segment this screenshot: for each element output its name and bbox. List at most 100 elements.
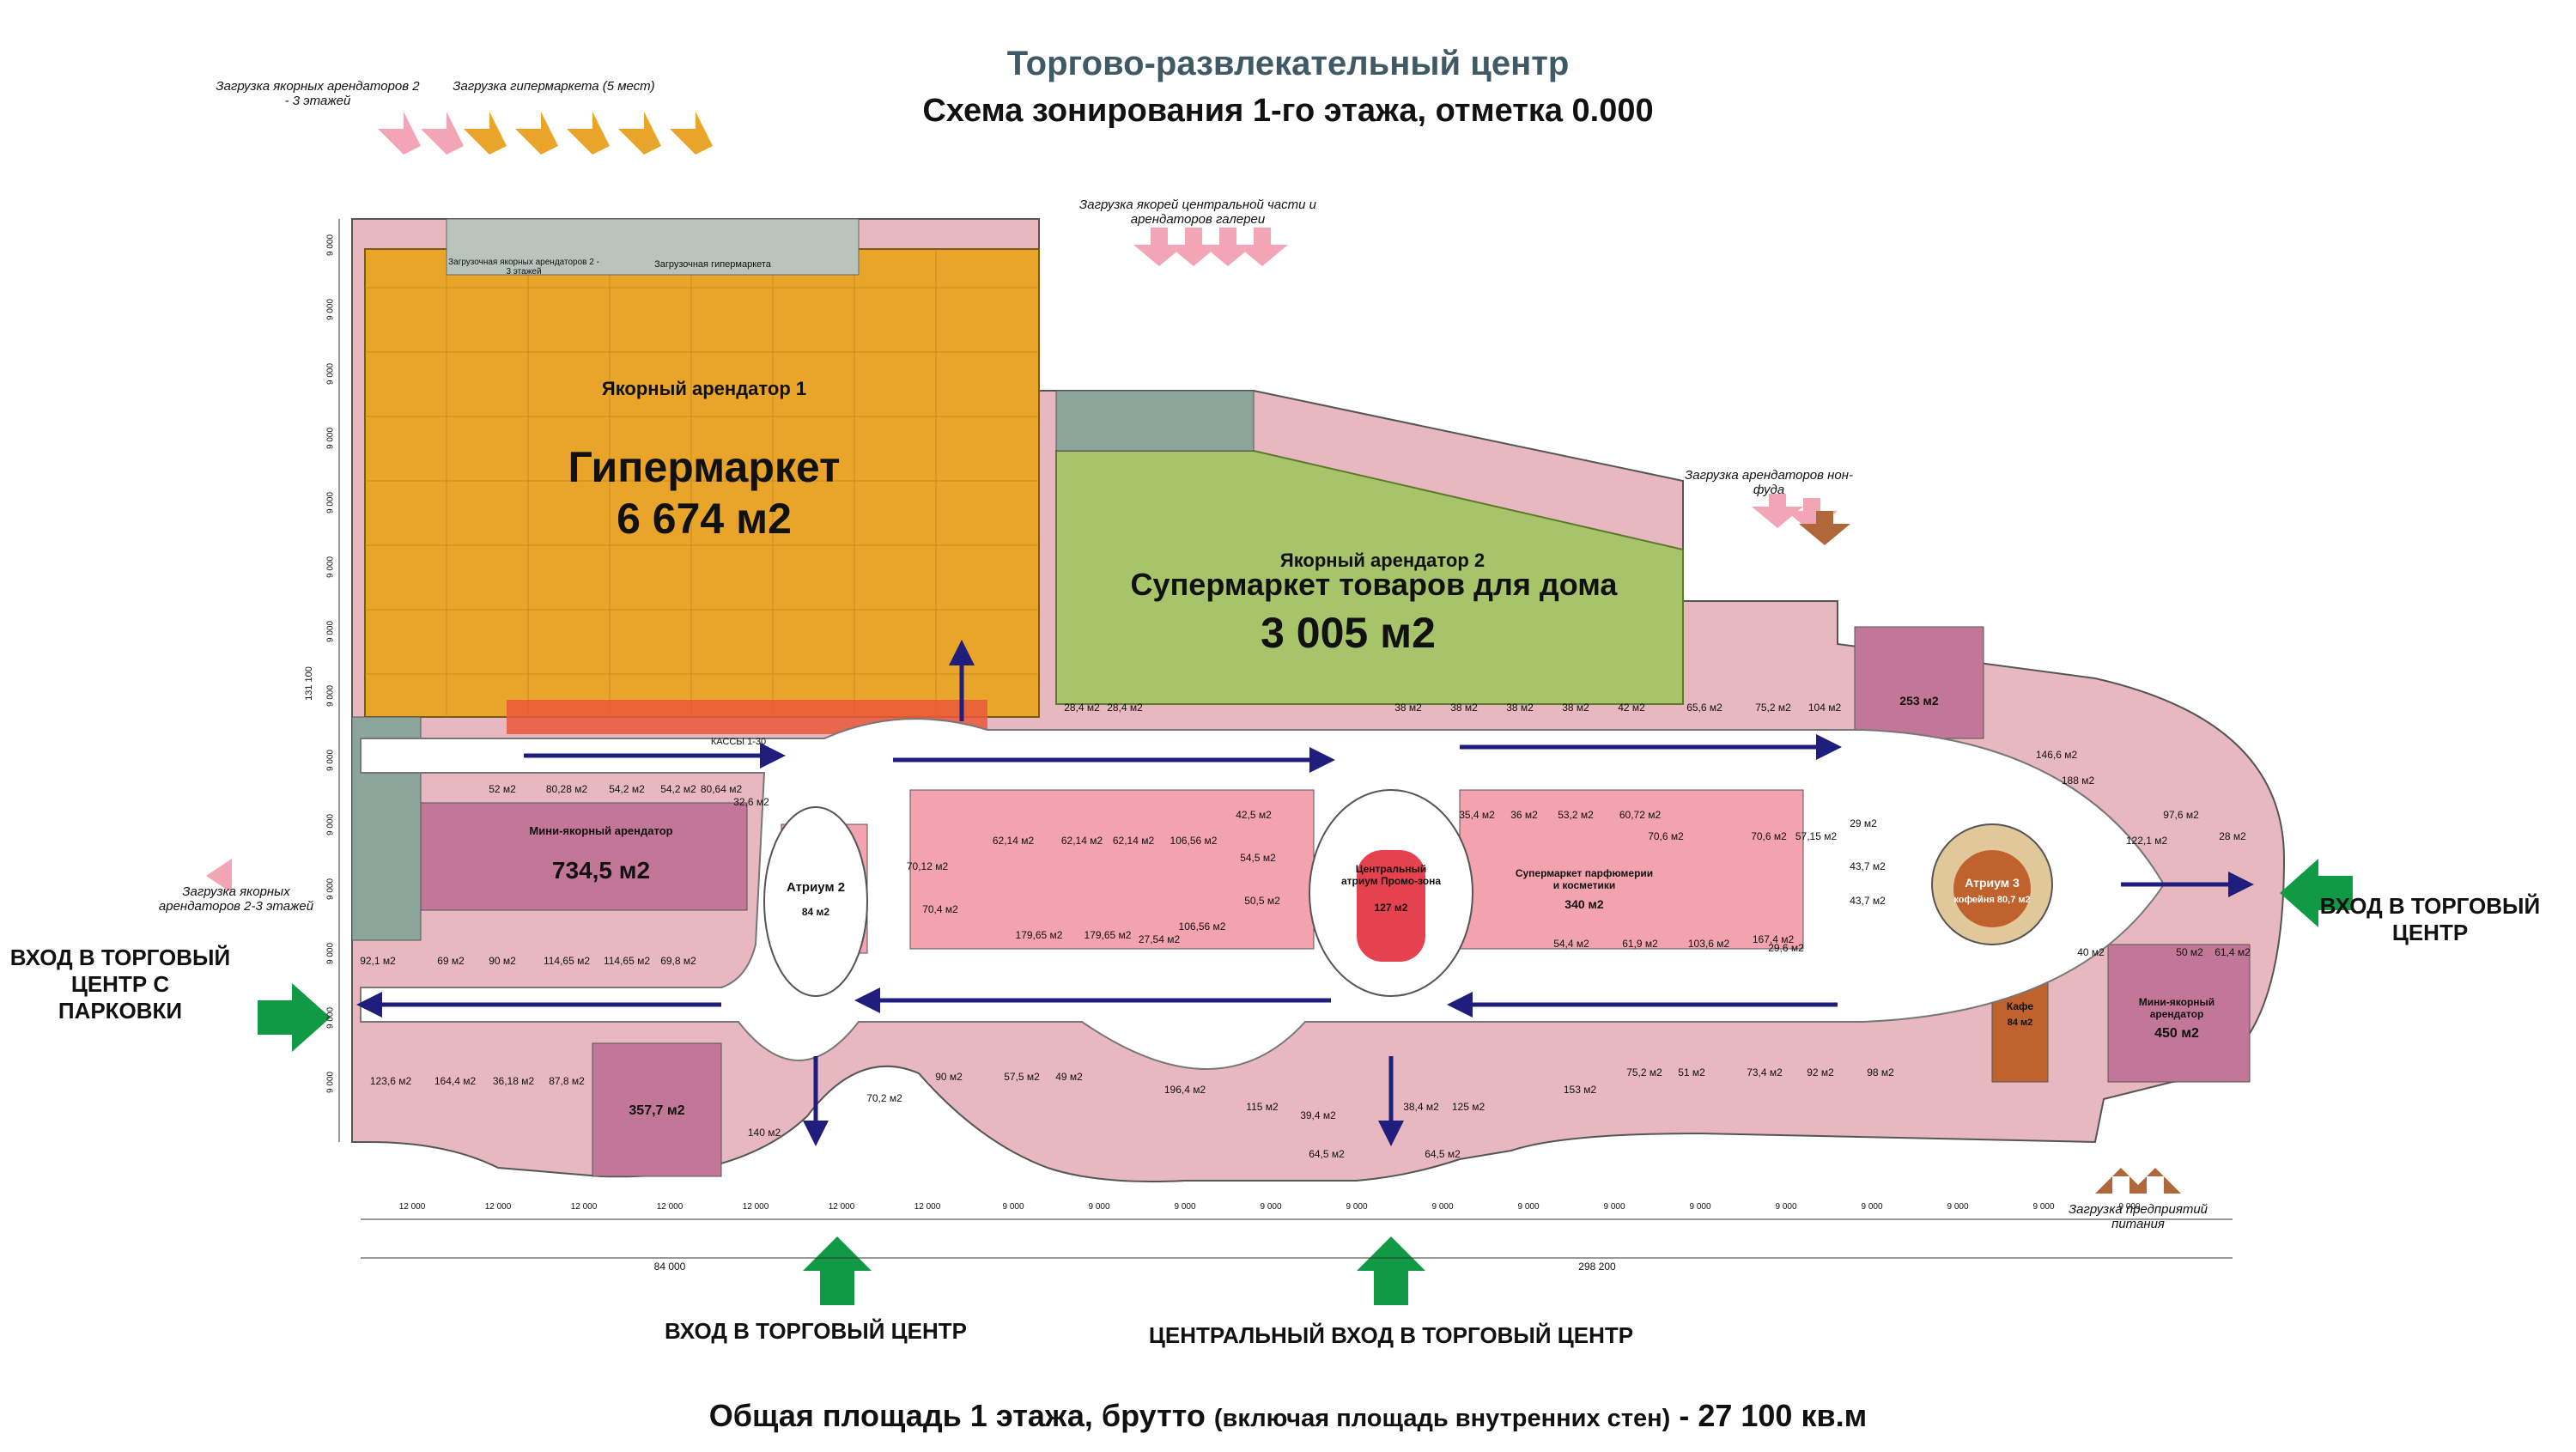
pedestrian-flow — [356, 640, 2254, 1146]
unit-area-label: 50,5 м2 — [1244, 895, 1280, 907]
unit-area-label: 125 м2 — [1451, 1101, 1485, 1113]
unit-area-label: 75,2 м2 — [1755, 702, 1791, 714]
loading-arrows-food — [2095, 1168, 2181, 1194]
dim-bottom-span: 12 000 — [742, 1202, 769, 1212]
atrium-central-name: Центральный атриум Промо-зона — [1340, 863, 1442, 887]
unit-area-label: 61,9 м2 — [1622, 938, 1658, 950]
unit-area-label: 167,4 м2 — [1752, 933, 1795, 945]
mini-anchor-south-zone — [592, 1042, 722, 1177]
hypermarket-grid — [365, 249, 1039, 717]
unit-area-label: 146,6 м2 — [2035, 749, 2078, 761]
unit-area-label: 40 м2 — [2077, 946, 2105, 958]
unit-area-label: 115 м2 — [1246, 1101, 1279, 1113]
note-anchor-load: Загрузка якорных арендаторов 2 - 3 этаже… — [216, 79, 420, 108]
mini-anchor-south-area: 357,7 м2 — [629, 1103, 685, 1118]
page-subtitle: Схема зонирования 1-го этажа, отметка 0.… — [922, 93, 1654, 129]
dim-left-span: 9 000 — [325, 491, 336, 514]
dim-left-span: 9 000 — [325, 362, 336, 386]
unit-area-label: 36 м2 — [1510, 809, 1538, 821]
unit-area-label: 69 м2 — [437, 955, 465, 967]
mini-anchor-west-zone — [420, 802, 748, 911]
unit-area-label: 61,4 м2 — [2215, 946, 2251, 958]
unit-area-label: 80,64 м2 — [700, 783, 743, 795]
unit-area-label: 188 м2 — [2061, 775, 2095, 787]
unit-area-label: 64,5 м2 — [1309, 1148, 1345, 1160]
footer-total-value: - 27 100 кв.м — [1679, 1398, 1868, 1433]
dim-bottom-span: 9 000 — [1861, 1202, 1883, 1212]
unit-253-zone — [1854, 626, 1984, 739]
south-entrance-arrow — [803, 1236, 872, 1305]
unit-area-label: 98 м2 — [1867, 1066, 1894, 1078]
mini-anchor-east-label: Мини-якорный арендатор — [2138, 996, 2215, 1020]
unit-area-label: 52 м2 — [489, 783, 516, 795]
perfume-area: 340 м2 — [1564, 897, 1604, 911]
cafe-area: 84 м2 — [2007, 1018, 2033, 1028]
unit-area-label: 87,8 м2 — [549, 1075, 585, 1087]
unit-area-label: 28 м2 — [2219, 830, 2246, 842]
dim-bottom-span: 9 000 — [1603, 1202, 1625, 1212]
dim-bottom-span: 12 000 — [484, 1202, 512, 1212]
footer-note: (включая площадь внутренних стен) — [1213, 1405, 1671, 1432]
promo-zone — [1357, 850, 1425, 962]
unit-area-label: 92 м2 — [1807, 1066, 1834, 1078]
note-central-load: Загрузка якорей центральной части и арен… — [1079, 197, 1316, 227]
central-island-east — [1459, 789, 1804, 950]
dim-left-span: 9 000 — [325, 427, 336, 450]
unit-area-label: 179,65 м2 — [1084, 929, 1132, 941]
dim-bottom-span: 9 000 — [1002, 1202, 1024, 1212]
unit-area-label: 65,6 м2 — [1686, 702, 1722, 714]
mini-anchor-west-area: 734,5 м2 — [551, 857, 651, 884]
home-service-block — [1055, 390, 1255, 452]
dim-left-span: 9 000 — [325, 942, 336, 965]
dim-bottom-span: 9 000 — [2032, 1202, 2055, 1212]
atrium-2-name: Атриум 2 — [786, 880, 846, 895]
unit-area-label: 106,56 м2 — [1170, 835, 1218, 847]
unit-area-label: 54,4 м2 — [1553, 938, 1589, 950]
cash-label: КАССЫ 1-30 — [710, 737, 767, 747]
hyper-role: Якорный арендатор 1 — [601, 378, 807, 399]
unit-area-label: 70,4 м2 — [922, 903, 958, 915]
loading-hyper-label: Загрузочная гипермаркета — [654, 259, 771, 270]
dim-left-span: 9 000 — [325, 1006, 336, 1030]
perfume-label: Супермаркет парфюмерии и косметики — [1515, 867, 1654, 891]
unit-area-label: 32,6 м2 — [733, 796, 769, 808]
unit-area-label: 53,2 м2 — [1558, 809, 1594, 821]
unit-area-label: 153 м2 — [1563, 1084, 1597, 1096]
dim-bottom-left: 84 000 — [653, 1261, 686, 1273]
entrance-south-label: ВХОД В ТОРГОВЫЙ ЦЕНТР — [665, 1318, 967, 1344]
unit-area-label: 43,7 м2 — [1850, 895, 1886, 907]
atrium-central-area: 127 м2 — [1374, 902, 1408, 914]
note-anchor-load-left: Загрузка якорных арендаторов 2-3 этажей — [158, 884, 314, 914]
unit-area-label: 164,4 м2 — [434, 1075, 477, 1087]
loading-anchor-label: Загрузочная якорных арендаторов 2 - 3 эт… — [448, 258, 599, 276]
unit-area-label: 90 м2 — [489, 955, 516, 967]
unit-area-label: 122,1 м2 — [2125, 835, 2168, 847]
dim-bottom-span: 12 000 — [828, 1202, 855, 1212]
unit-area-label: 90 м2 — [935, 1071, 963, 1083]
entrance-east-label: ВХОД В ТОРГОВЫЙ ЦЕНТР — [2319, 893, 2541, 945]
central-island-west — [909, 789, 1315, 950]
dim-bottom-span: 9 000 — [1346, 1202, 1368, 1212]
loading-arrow-left — [206, 859, 232, 893]
unit-area-label: 70,6 м2 — [1648, 830, 1684, 842]
dim-left-span: 9 000 — [325, 813, 336, 836]
unit-area-label: 70,6 м2 — [1751, 830, 1787, 842]
unit-area-label: 54,2 м2 — [660, 783, 696, 795]
unit-area-label: 92,1 м2 — [360, 955, 396, 967]
atrium-2 — [763, 806, 868, 997]
unit-area-label: 42,5 м2 — [1236, 809, 1272, 821]
hyper-loading-dock — [446, 218, 860, 276]
note-hyper-load: Загрузка гипермаркета (5 мест) — [453, 79, 655, 94]
atrium-2-area: 84 м2 — [801, 906, 830, 918]
unit-area-label: 62,14 м2 — [1060, 835, 1103, 847]
dim-left-span: 9 000 — [325, 234, 336, 257]
dim-bottom-span: 12 000 — [570, 1202, 598, 1212]
unit-area-label: 28,4 м2 — [1107, 702, 1143, 714]
unit-area-label: 62,14 м2 — [1112, 835, 1155, 847]
cafe-name: Кафе — [2006, 1000, 2034, 1012]
unit-area-label: 57,15 м2 — [1795, 830, 1838, 842]
home-role: Якорный арендатор 2 — [1279, 550, 1485, 571]
unit-253-area: 253 м2 — [1899, 694, 1939, 708]
unit-area-label: 43,7 м2 — [1850, 860, 1886, 872]
